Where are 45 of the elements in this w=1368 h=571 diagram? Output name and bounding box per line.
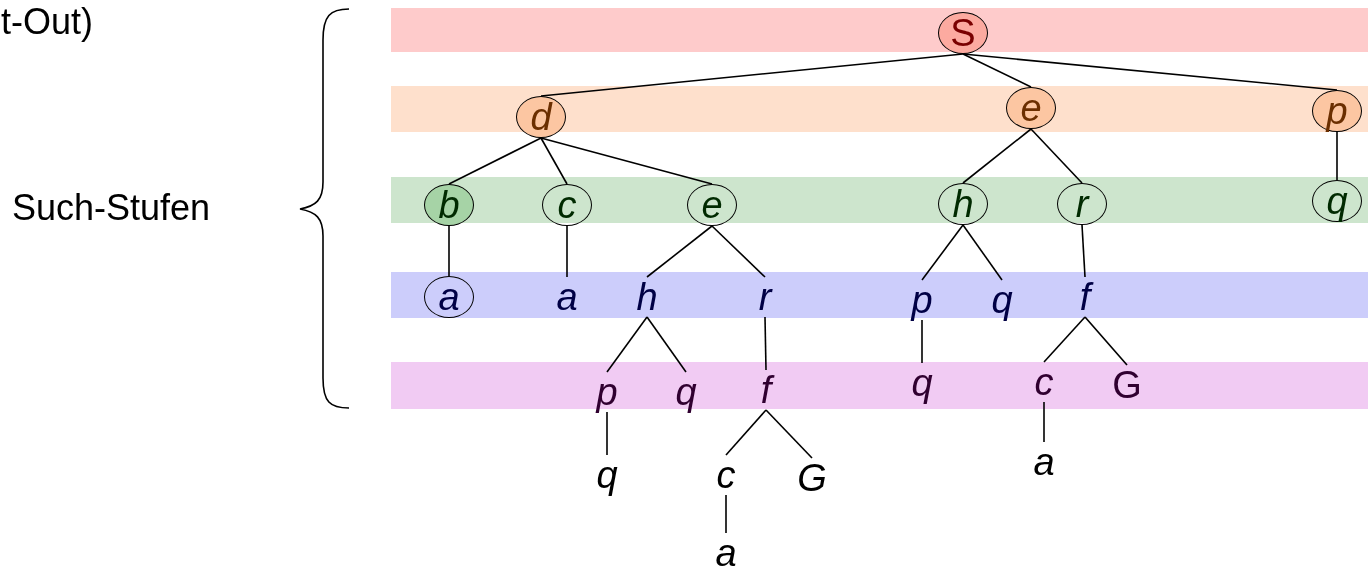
letter: a [1029,442,1059,482]
circled-letter: e [1006,87,1056,129]
level-band [391,177,1368,223]
tree-edge [962,53,1338,91]
letter: r [750,277,780,317]
level-band [391,8,1368,52]
letter: c [711,455,741,495]
tree-edge [566,225,568,278]
tree-edge [448,225,450,277]
letter: q [987,280,1017,320]
tree-edge [725,409,767,456]
letter: G [797,458,827,498]
tree-edge [1336,131,1338,181]
tree-edge [725,494,727,534]
tree-edge [606,411,608,456]
letter: p [907,280,937,320]
tree-edge [764,316,767,371]
letter: a [711,533,741,571]
tree-edge [921,319,923,364]
tree-edge [540,53,964,97]
letter: h [632,277,662,317]
circled-letter: d [516,96,566,138]
group-label: Such-Stufen [12,190,211,226]
letter: f [751,370,781,410]
tree-edge [962,128,1032,184]
tree-edge [448,137,542,185]
letter: q [671,372,701,412]
letter: c [1029,362,1059,402]
letter: q [592,455,622,495]
tree-edge [540,137,568,185]
circled-letter: S [938,12,988,54]
letter: G [1112,365,1142,405]
letter: f [1070,277,1100,317]
tree-edge [962,53,1032,88]
letter: a [552,277,582,317]
letter: q [907,363,937,403]
circled-letter: p [1312,90,1362,132]
tree-edge [1043,401,1045,443]
heading-fragment: t-Out) [1,4,93,40]
circled-letter: b [424,184,474,226]
tree-edge [765,409,813,459]
tree-edge [1030,128,1083,184]
letter: p [592,372,622,412]
tree-edge [1043,316,1086,363]
tree-edge [1081,224,1086,278]
